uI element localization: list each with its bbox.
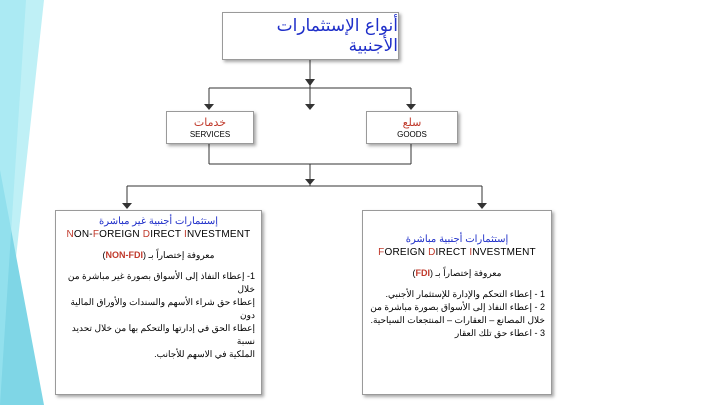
goods-label-en: GOODS [397, 129, 427, 139]
nonfdi-body: 1- إعطاء النفاذ إلى الأسواق بصورة غير مب… [67, 271, 255, 359]
fdi-known-as: معروفة إختصاراً بـ (FDI) [412, 268, 502, 278]
fdi-box: إستثمارات أجنبية مباشرة FOREIGN DIRECT I… [362, 210, 552, 395]
nonfdi-box: إستثمارات أجنبية غير مباشرة NON-FOREIGN … [55, 210, 262, 395]
side-accent-shape [0, 0, 44, 405]
services-label-en: SERVICES [189, 129, 231, 139]
fdi-body: 1 - إعطاء التحكم والإدارة للإستثمار الأج… [370, 289, 545, 338]
nonfdi-title-en: NON-FOREIGN DIRECT INVESTMENT [66, 229, 251, 240]
goods-label-ar: سلع [402, 115, 422, 129]
services-box: خدمات SERVICES [166, 111, 254, 144]
fdi-title-en: FOREIGN DIRECT INVESTMENT [378, 247, 536, 258]
diagram-title: أنواع الإستثمارات الأجنبية [276, 16, 398, 56]
title-box: أنواع الإستثمارات الأجنبية [222, 12, 399, 60]
goods-box: سلع GOODS [366, 111, 458, 144]
fdi-title-ar: إستثمارات أجنبية مباشرة [405, 234, 509, 245]
nonfdi-title-ar: إستثمارات أجنبية غير مباشرة [98, 216, 219, 227]
services-label-ar: خدمات [193, 115, 227, 129]
nonfdi-known-as: معروفة إختصاراً بـ (NON-FDI) [102, 250, 215, 260]
